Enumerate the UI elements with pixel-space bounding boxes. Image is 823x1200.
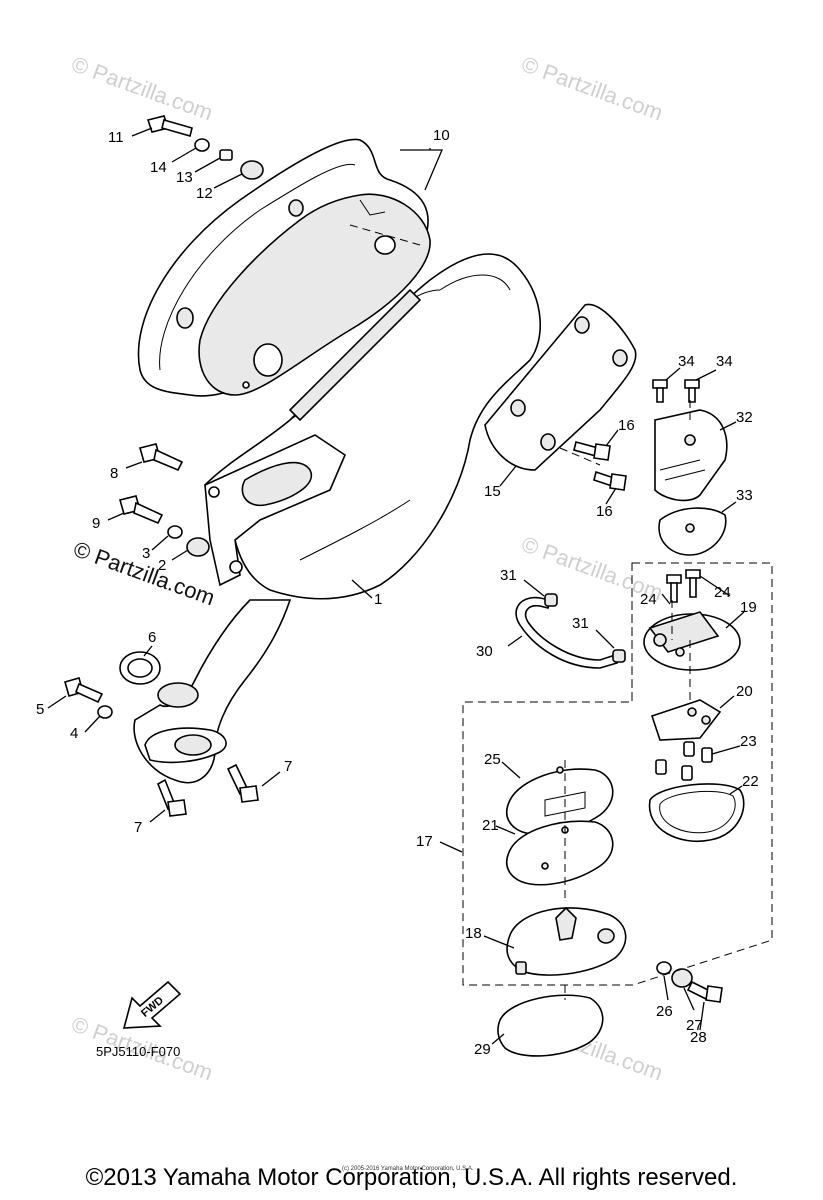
callout-7b: 7: [134, 819, 142, 836]
callout-13: 13: [176, 169, 193, 186]
small-copyright: (c) 2005-2016 Yamaha Motor Corporation, …: [342, 1166, 474, 1172]
callout-18: 18: [465, 925, 482, 942]
callout-32: 32: [736, 409, 753, 426]
callout-21: 21: [482, 817, 499, 834]
callout-34b: 34: [716, 353, 733, 370]
callout-31b: 31: [572, 615, 589, 632]
copyright-footer: ©2013 Yamaha Motor Corporation, U.S.A. A…: [85, 1164, 738, 1191]
callout-16a: 16: [618, 417, 635, 434]
callout-26: 26: [656, 1003, 673, 1020]
callout-10: 10: [433, 127, 450, 144]
callout-22: 22: [742, 773, 759, 790]
watermark: © Partzilla.com: [68, 51, 216, 125]
callout-4: 4: [70, 725, 78, 742]
valve-case: [506, 906, 627, 976]
callout-9: 9: [92, 515, 100, 532]
callout-23: 23: [740, 733, 757, 750]
callout-29: 29: [474, 1041, 491, 1058]
callout-15: 15: [484, 483, 501, 500]
gasket: [119, 651, 161, 685]
exhaust-pipe: [133, 599, 292, 784]
callout-11: 11: [108, 129, 124, 146]
callout-12: 12: [196, 185, 213, 202]
fwd-arrow: FWD: [122, 980, 182, 1029]
watermark: © Partzilla.com: [518, 51, 666, 125]
cover-cap: [654, 409, 728, 502]
callout-14: 14: [150, 159, 167, 176]
callout-25: 25: [484, 751, 501, 768]
muffler: [204, 253, 542, 600]
callout-8: 8: [110, 465, 118, 482]
callout-34a: 34: [678, 353, 695, 370]
reed-plates: [505, 766, 614, 886]
callout-2: 2: [158, 557, 166, 574]
callout-31a: 31: [500, 567, 517, 584]
callout-19: 19: [740, 599, 757, 616]
callout-1: 1: [374, 591, 382, 608]
fasteners: [64, 115, 723, 1003]
callout-17: 17: [416, 833, 433, 850]
damper: [658, 507, 727, 556]
reed-valve-assembly: [643, 611, 745, 842]
hose: [515, 593, 626, 669]
callout-30: 30: [476, 643, 493, 660]
callout-3: 3: [142, 545, 150, 562]
callout-24a: 24: [640, 591, 657, 608]
callout-28: 28: [690, 1029, 707, 1046]
cover-plate: [497, 994, 604, 1057]
diagram-code: 5PJ5110-F070: [96, 1044, 180, 1059]
callout-27: 27: [686, 1017, 703, 1034]
callout-5: 5: [36, 701, 44, 718]
callout-6: 6: [148, 629, 156, 646]
callout-20: 20: [736, 683, 753, 700]
protector: [484, 303, 637, 471]
leader-lines: [47, 127, 745, 1045]
assembly-outline: [462, 562, 773, 986]
callout-16b: 16: [596, 503, 613, 520]
callouts: 1 2 3 4 5 6 7 7 8 9 10 11 12 13 14 15 16…: [36, 127, 759, 1058]
callout-33: 33: [736, 487, 753, 504]
callout-7a: 7: [284, 758, 292, 775]
heat-shield: [137, 138, 431, 397]
callout-24b: 24: [714, 584, 731, 601]
